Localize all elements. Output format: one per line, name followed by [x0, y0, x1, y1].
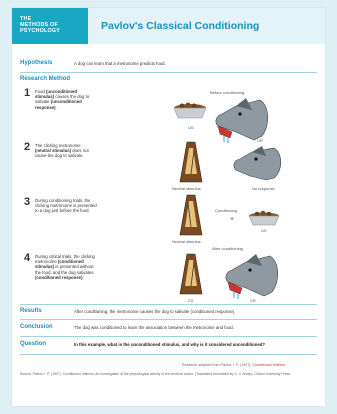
research-method-label: Research Method [20, 76, 70, 82]
after-conditioning-label: After conditioning [212, 246, 243, 251]
metronome-illustration-2 [178, 193, 204, 237]
step-4-bold-b: (conditioned response) [35, 275, 83, 280]
neutral-stimulus-label-1: Neutral stimulus [172, 186, 201, 191]
conditioning-label: Conditioning [215, 208, 237, 213]
step-1-text: Food (unconditioned stimulus) causes the… [35, 89, 97, 110]
us-label-2: US [261, 228, 267, 233]
results-text: After conditioning, the metronome causes… [74, 309, 235, 314]
dog-head-salivating-1 [212, 96, 268, 144]
source-footnote: Source: Pavlov, I. P. (1927). Conditione… [20, 372, 317, 377]
series-badge: THE METHODS OF PSYCHOLOGY [12, 8, 88, 44]
question-text: In this example, what is the uncondition… [74, 342, 265, 347]
results-label: Results [20, 308, 42, 314]
divider [20, 72, 317, 73]
worksheet: THE METHODS OF PSYCHOLOGY Pavlov's Class… [12, 8, 325, 406]
divider [20, 319, 317, 320]
step-4-text-c: . [83, 275, 84, 280]
conclusion-label: Conclusion [20, 324, 53, 330]
metronome-illustration-3 [178, 252, 204, 296]
divider [20, 354, 317, 355]
conclusion-text: The dog was conditioned to learn the ass… [74, 325, 234, 330]
step-4-number: 4 [24, 252, 30, 264]
hypothesis-label: Hypothesis [20, 60, 52, 66]
divider [20, 336, 317, 337]
before-conditioning-label: Before conditioning [210, 90, 244, 95]
hypothesis-text: A dog can learn that a metronome predict… [74, 61, 166, 66]
question-label: Question [20, 341, 46, 347]
credit-link[interactable]: Conditioned reflexes [252, 363, 285, 367]
header-bar: THE METHODS OF PSYCHOLOGY Pavlov's Class… [12, 8, 325, 44]
step-1-text-c: . [56, 105, 57, 110]
badge-line-3: PSYCHOLOGY [20, 28, 60, 34]
cr-label: CR [250, 298, 256, 303]
no-response-label: No response [252, 186, 275, 191]
dog-head-salivating-2 [222, 252, 278, 300]
research-credit: Research adapted from Pavlov, I. P. (192… [182, 363, 285, 367]
step-3-text: During conditioning trials, the clicking… [35, 198, 97, 214]
us-label-1: US [188, 125, 194, 130]
food-bowl-illustration [172, 96, 208, 126]
cs-label: CS [188, 298, 194, 303]
page-title: Pavlov's Classical Conditioning [101, 20, 259, 32]
step-3-number: 3 [24, 196, 30, 208]
step-2-text: The clicking metronome (neutral stimulus… [35, 143, 97, 159]
divider [20, 304, 317, 305]
credit-text: Research adapted from Pavlov, I. P. (192… [182, 363, 252, 367]
step-2-number: 2 [24, 141, 30, 153]
step-1-number: 1 [24, 87, 30, 99]
plus-sign: + [230, 216, 234, 223]
neutral-stimulus-label-2: Neutral stimulus [172, 239, 201, 244]
metronome-illustration-1 [178, 140, 204, 184]
dog-head-no-response [230, 144, 282, 184]
step-4-text: During critical trials, the clicking met… [35, 254, 97, 280]
ur-label-1: UR [257, 138, 263, 143]
